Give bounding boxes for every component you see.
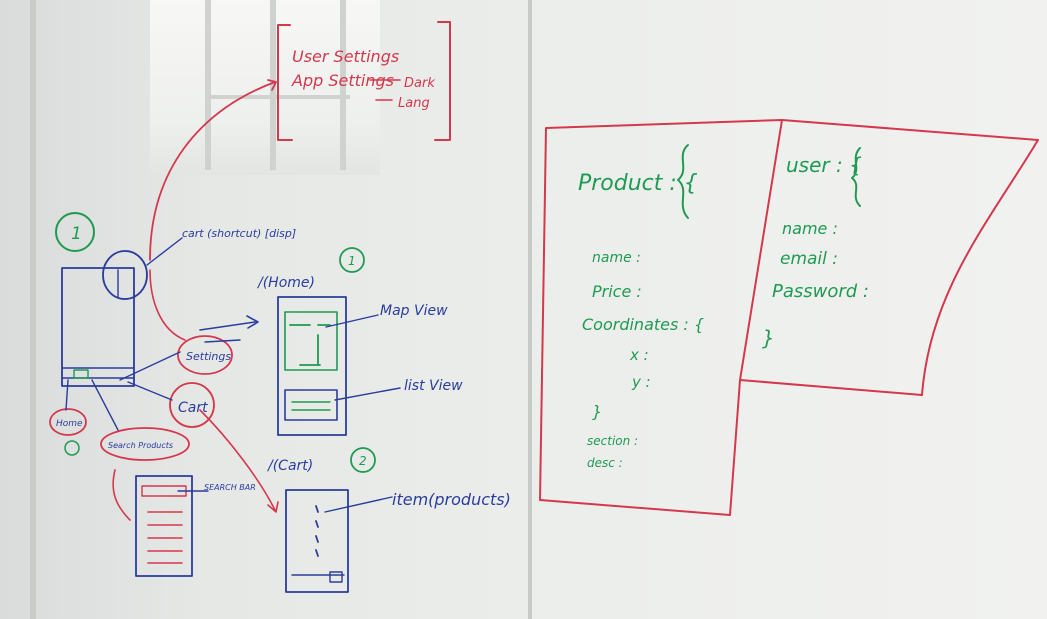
cart-step-number: 2 [359,454,367,468]
product-field-name: name : [592,250,641,266]
product-field-desc: desc : [587,456,623,470]
settings-label: Settings [186,350,231,363]
map-view-label: Map View [380,303,448,319]
product-field-section: section : [587,434,638,448]
cart-screen-title: /(Cart) [266,458,313,474]
product-field-coordinates: Coordinates : { [582,315,704,334]
board-edge [30,0,36,619]
window-background [150,0,380,175]
user-model-close: } [762,326,775,350]
search-products-label: Search Products [108,441,173,450]
list-view-label: list View [404,378,463,394]
product-field-y: y : [631,373,651,391]
lang-option-label: Lang [398,96,430,111]
search-bar-label: SEARCH BAR [204,483,256,492]
user-settings-label: User Settings [292,47,399,66]
dark-option-label: Dark [404,76,435,91]
user-field-email: email : [780,249,838,269]
app-settings-label: App Settings [291,71,394,90]
product-field-x: x : [629,346,649,364]
user-field-password: Password : [772,281,869,302]
step-one-marker: 1 [71,224,82,244]
item-products-label: item(products) [392,490,511,509]
home-label: Home [56,419,83,429]
product-field-price: Price : [592,282,642,301]
user-model-title: user : { [786,153,862,177]
product-coordinates-close: } [592,402,602,421]
user-field-name: name : [782,219,838,238]
product-model-title: Product : { [578,171,698,196]
board-seam [528,0,532,619]
home-step-number: 1 [348,254,356,268]
cart-shortcut-note: cart (shortcut) [disp] [182,227,296,240]
cart-label: Cart [178,400,208,416]
home-screen-title: /(Home) [256,275,315,291]
